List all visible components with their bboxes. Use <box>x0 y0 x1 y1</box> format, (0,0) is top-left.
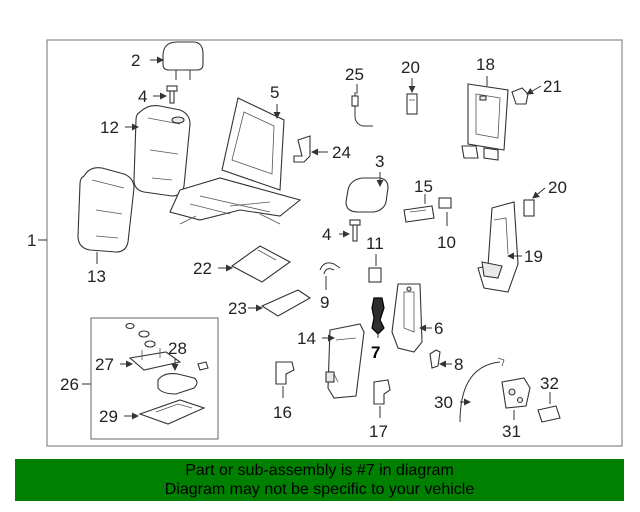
panel-part-18[interactable] <box>461 83 509 161</box>
cover-part-10[interactable] <box>438 197 452 209</box>
inset-box <box>90 317 219 440</box>
caption-line-2: Diagram may not be specific to your vehi… <box>164 481 475 498</box>
tray-part-29[interactable] <box>138 399 206 425</box>
callout-2: 2 <box>131 51 140 70</box>
callout-13: 13 <box>87 267 106 286</box>
callout-22: 22 <box>193 259 212 278</box>
seatback-part-13[interactable] <box>77 167 135 253</box>
callout-21: 21 <box>543 77 562 96</box>
caption-line-1: Part or sub-assembly is #7 in diagram <box>185 462 454 479</box>
callout-23: 23 <box>228 299 247 318</box>
callout-5: 5 <box>270 83 279 102</box>
callout-31: 31 <box>502 422 521 441</box>
callout-6: 6 <box>434 319 443 338</box>
callout-9: 9 <box>320 293 329 312</box>
callout-3: 3 <box>375 152 384 171</box>
callout-20-upper: 20 <box>401 58 420 77</box>
switch-part-15[interactable] <box>403 205 435 223</box>
armrest-part-3[interactable] <box>345 177 389 213</box>
bracket-part-16[interactable] <box>275 361 295 385</box>
callout-8: 8 <box>454 355 463 374</box>
panel-part-14[interactable] <box>325 323 365 399</box>
seatback-part-12[interactable] <box>133 105 191 197</box>
callout-24: 24 <box>332 143 351 162</box>
mat-part-22[interactable] <box>230 245 292 283</box>
clip-part-8[interactable] <box>429 349 441 369</box>
callout-18: 18 <box>476 55 495 74</box>
cupholder-part-27[interactable] <box>128 348 182 371</box>
latch-part-11[interactable] <box>368 267 382 283</box>
callout-29: 29 <box>99 407 118 426</box>
cable-part-25[interactable] <box>351 92 373 127</box>
hinge-plate-part-6[interactable] <box>391 283 423 353</box>
callout-25: 25 <box>345 65 364 84</box>
callout-17: 17 <box>369 422 388 441</box>
callout-12: 12 <box>100 118 119 137</box>
callout-30: 30 <box>434 393 453 412</box>
callout-14: 14 <box>297 329 316 348</box>
clip-part-21[interactable] <box>511 87 529 105</box>
callout-27: 27 <box>95 355 114 374</box>
callout-1: 1 <box>27 231 36 250</box>
callout-4-lower: 4 <box>322 225 331 244</box>
clip-part-20-lower[interactable] <box>523 199 535 217</box>
headrest-part-2[interactable] <box>162 41 204 80</box>
trim-panel-part-19[interactable] <box>477 201 519 293</box>
callout-20-lower: 20 <box>548 178 567 197</box>
callout-7: 7 <box>371 343 380 362</box>
bracket-part-17[interactable] <box>373 379 391 405</box>
clip-part-20-upper[interactable] <box>406 93 418 115</box>
callout-26: 26 <box>60 375 79 394</box>
seat-frame-part-5[interactable] <box>169 97 302 225</box>
cable-part-30[interactable] <box>459 357 505 423</box>
mat-part-23[interactable] <box>260 289 312 317</box>
callout-32: 32 <box>540 374 559 393</box>
callout-4-upper: 4 <box>138 87 147 106</box>
bolt-part-4-upper[interactable] <box>166 85 178 104</box>
lid-part-28[interactable] <box>157 361 209 395</box>
callout-11: 11 <box>366 234 384 253</box>
caption-banner: Part or sub-assembly is #7 in diagram Di… <box>15 459 624 501</box>
callout-15: 15 <box>414 177 433 196</box>
callout-10: 10 <box>437 233 456 252</box>
callout-28: 28 <box>168 339 187 358</box>
callout-16: 16 <box>273 403 292 422</box>
bolt-part-4-lower[interactable] <box>349 219 361 242</box>
clips-inset-small-parts <box>125 322 156 348</box>
latch-part-31[interactable] <box>501 377 531 409</box>
cover-part-32[interactable] <box>537 405 561 423</box>
wire-part-9[interactable] <box>319 262 341 275</box>
callout-19: 19 <box>524 247 543 266</box>
bracket-part-24[interactable] <box>293 135 311 163</box>
